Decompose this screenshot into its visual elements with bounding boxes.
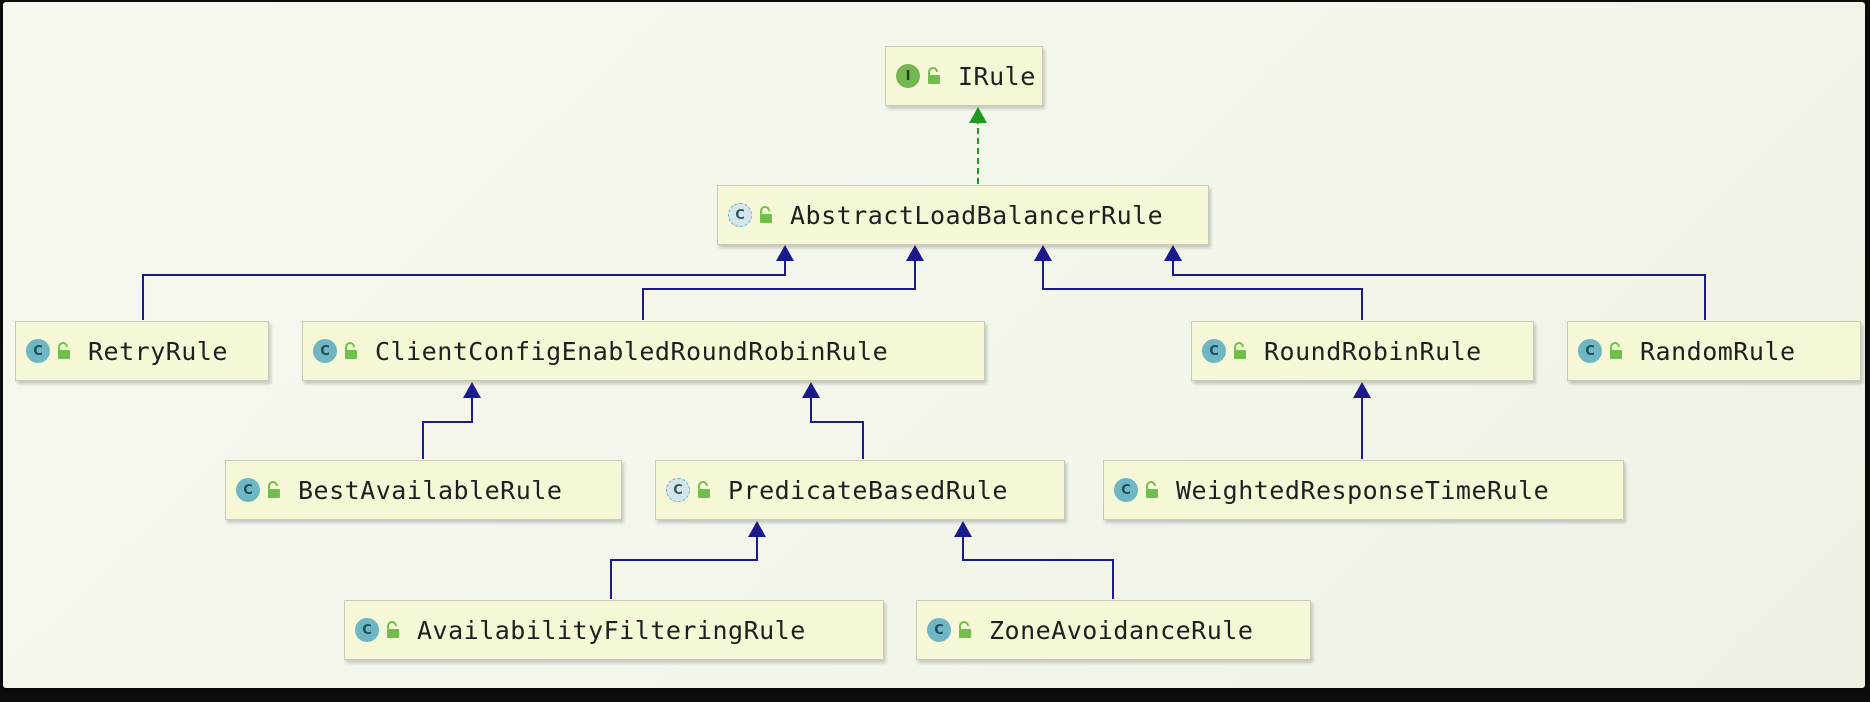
- arrowhead-retry-alb: [776, 245, 794, 261]
- node-label: AvailabilityFilteringRule: [417, 615, 806, 645]
- node-label: IRule: [958, 61, 1036, 91]
- class-icon: C: [1202, 339, 1226, 363]
- edge-zone-pred: [962, 535, 1114, 599]
- node-label: WeightedResponseTimeRule: [1176, 475, 1550, 505]
- public-lock-icon: [1610, 342, 1622, 359]
- node-label: BestAvailableRule: [298, 475, 563, 505]
- arrowhead-pred-ccerr: [802, 382, 820, 398]
- public-lock-icon: [698, 481, 710, 498]
- public-lock-icon: [928, 67, 940, 84]
- node-random[interactable]: C RandomRule: [1567, 321, 1861, 381]
- abstract-class-icon: C: [666, 478, 690, 502]
- node-label: AbstractLoadBalancerRule: [790, 200, 1164, 230]
- node-wrt[interactable]: C WeightedResponseTimeRule: [1103, 460, 1624, 520]
- node-irule[interactable]: I IRule: [885, 46, 1043, 106]
- node-retry[interactable]: C RetryRule: [15, 321, 269, 381]
- interface-icon: I: [896, 64, 920, 88]
- arrowhead-ccerr-alb: [906, 245, 924, 261]
- edge-random-alb: [1172, 259, 1706, 320]
- edge-ccerr-alb: [642, 259, 916, 320]
- public-lock-icon: [58, 342, 70, 359]
- arrowhead-best-ccerr: [463, 382, 481, 398]
- class-icon: C: [1578, 339, 1602, 363]
- public-lock-icon: [387, 621, 399, 638]
- edge-best-ccerr: [422, 396, 473, 459]
- edge-pred-ccerr: [810, 396, 864, 459]
- edge-rr-alb: [1042, 259, 1363, 320]
- public-lock-icon: [959, 621, 971, 638]
- node-label: RetryRule: [88, 336, 228, 366]
- inheritance-edges: [142, 107, 1706, 599]
- node-avail[interactable]: C AvailabilityFilteringRule: [344, 600, 884, 660]
- node-label: PredicateBasedRule: [728, 475, 1008, 505]
- class-icon: C: [355, 618, 379, 642]
- node-zone[interactable]: C ZoneAvoidanceRule: [916, 600, 1311, 660]
- node-label: ZoneAvoidanceRule: [989, 615, 1254, 645]
- class-icon: C: [313, 339, 337, 363]
- arrowhead-random-alb: [1164, 245, 1182, 261]
- node-label: RoundRobinRule: [1264, 336, 1482, 366]
- node-pred[interactable]: C PredicateBasedRule: [655, 460, 1065, 520]
- public-lock-icon: [345, 342, 357, 359]
- node-label: ClientConfigEnabledRoundRobinRule: [375, 336, 889, 366]
- edge-retry-alb: [142, 259, 786, 320]
- arrowhead-zone-pred: [954, 521, 972, 537]
- abstract-class-icon: C: [728, 203, 752, 227]
- class-icon: C: [927, 618, 951, 642]
- node-alb[interactable]: C AbstractLoadBalancerRule: [717, 185, 1209, 245]
- class-icon: C: [1114, 478, 1138, 502]
- arrowhead-alb-irule: [969, 107, 987, 123]
- node-ccerr[interactable]: C ClientConfigEnabledRoundRobinRule: [302, 321, 985, 381]
- node-rr[interactable]: C RoundRobinRule: [1191, 321, 1534, 381]
- arrowhead-avail-pred: [748, 521, 766, 537]
- edge-avail-pred: [610, 535, 758, 599]
- public-lock-icon: [1234, 342, 1246, 359]
- public-lock-icon: [1146, 481, 1158, 498]
- public-lock-icon: [760, 206, 772, 223]
- arrowhead-wrt-rr: [1353, 382, 1371, 398]
- node-best[interactable]: C BestAvailableRule: [225, 460, 622, 520]
- public-lock-icon: [268, 481, 280, 498]
- node-label: RandomRule: [1640, 336, 1796, 366]
- arrowhead-rr-alb: [1034, 245, 1052, 261]
- class-icon: C: [236, 478, 260, 502]
- class-icon: C: [26, 339, 50, 363]
